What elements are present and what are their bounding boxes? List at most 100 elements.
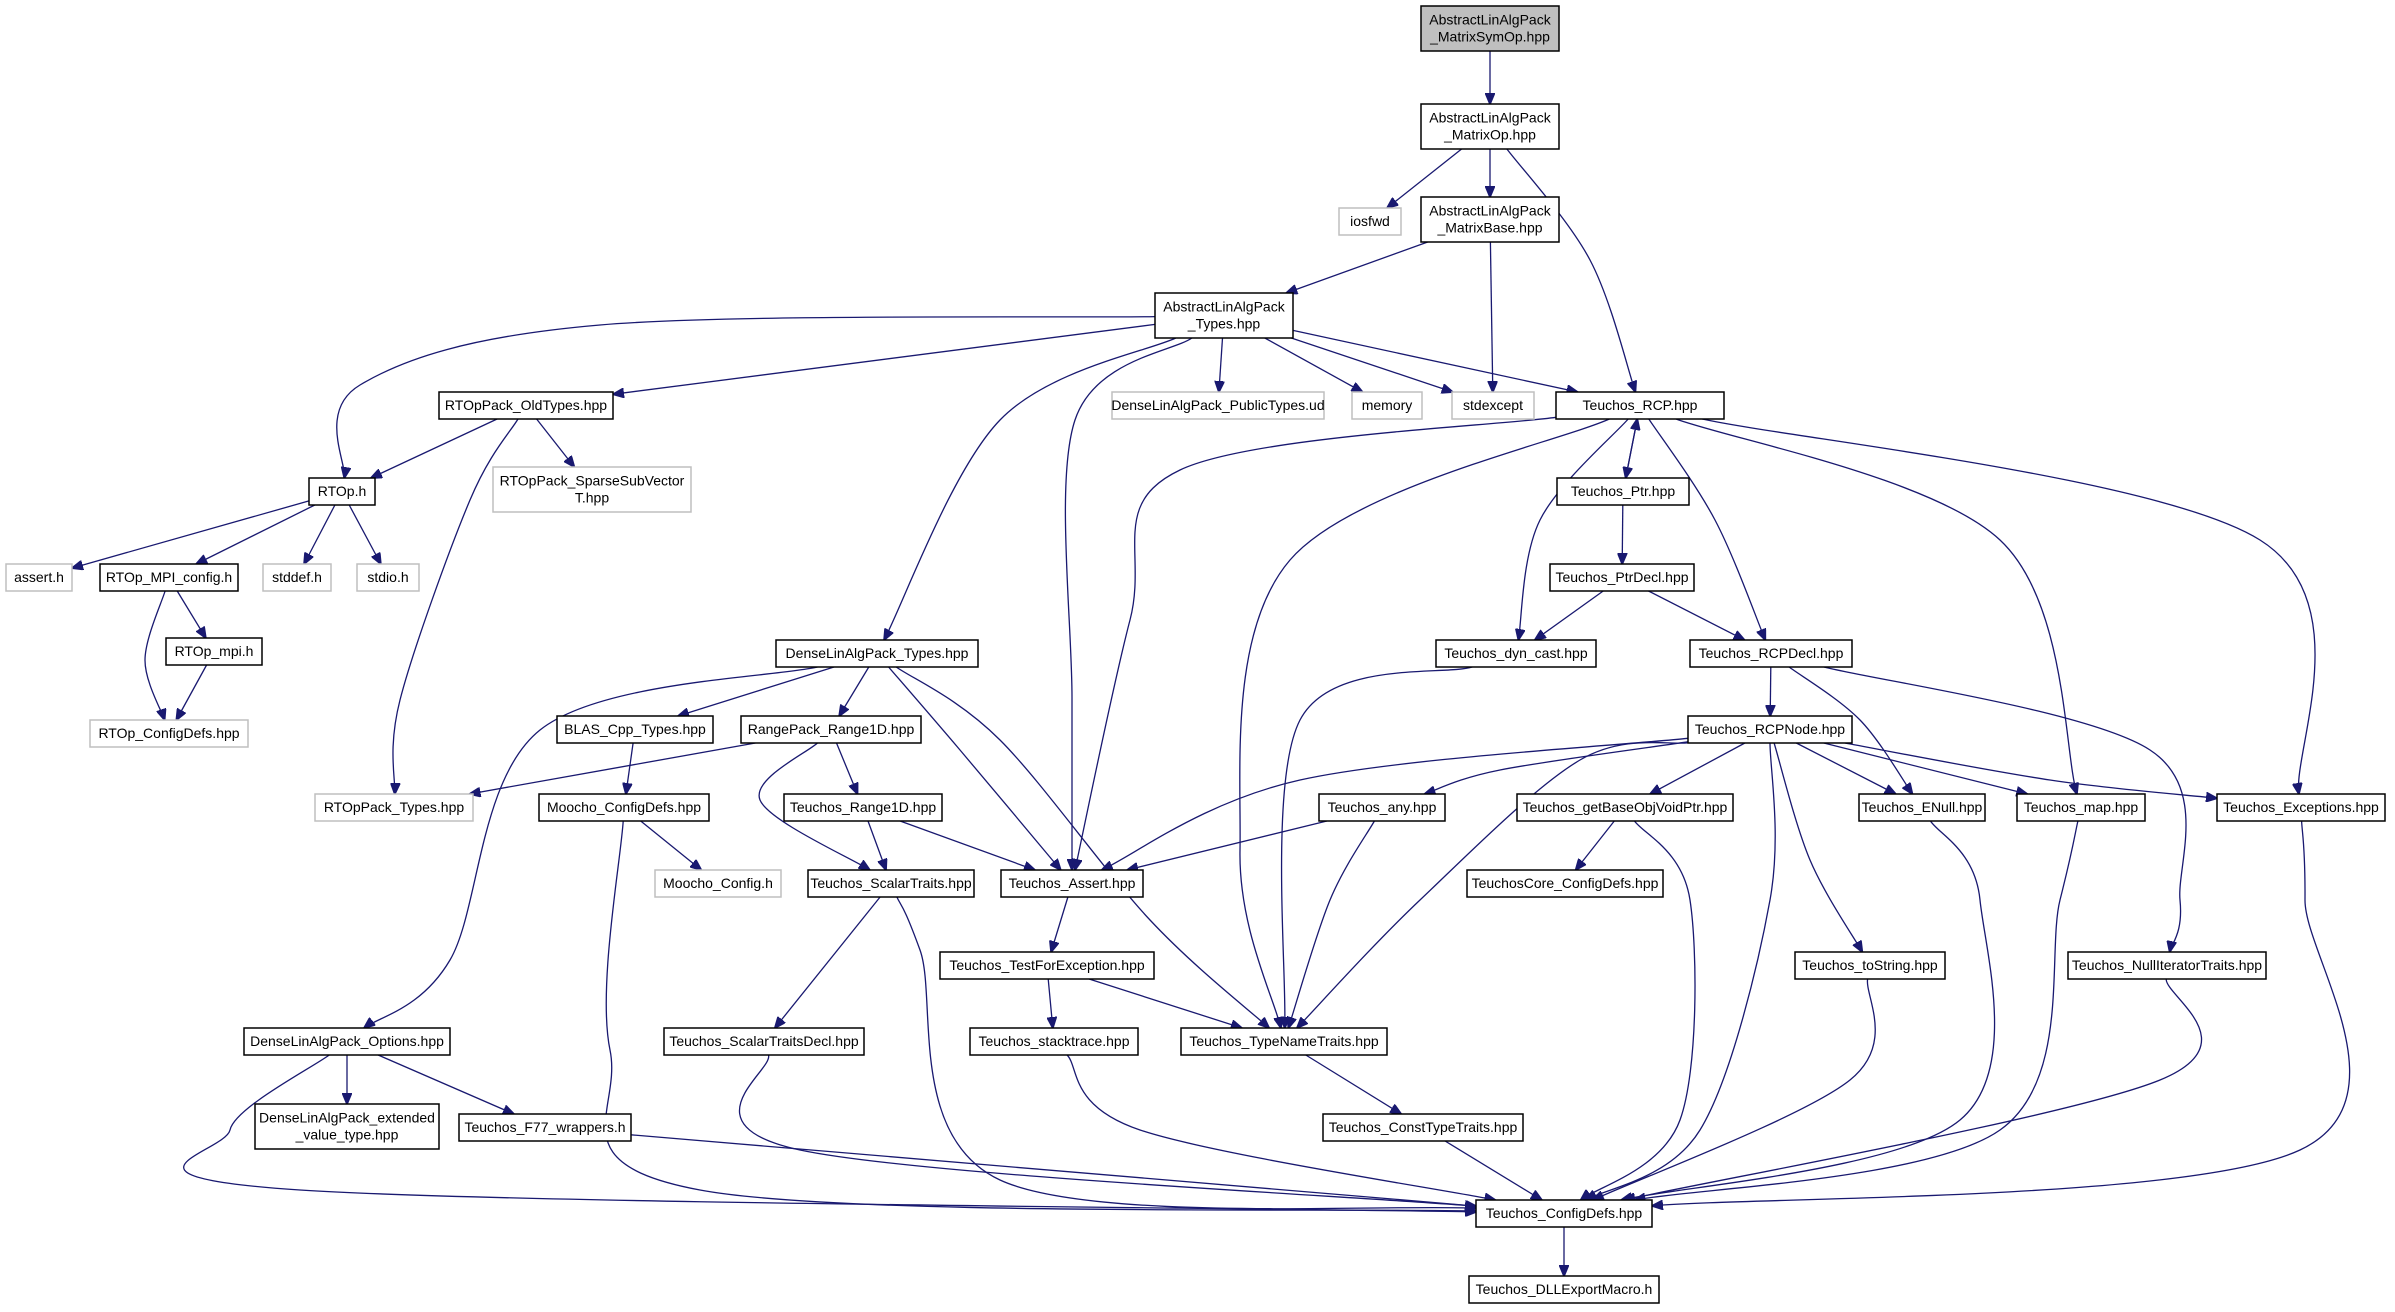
node-getbase[interactable]: Teuchos_getBaseObjVoidPtr.hpp — [1516, 793, 1734, 822]
node-asserth[interactable]: assert.h — [5, 563, 73, 592]
node-label: Teuchos_RCP.hpp — [1583, 397, 1698, 413]
node-iosfwd[interactable]: iosfwd — [1338, 207, 1402, 236]
edge-rtoppack_old-to-rtoph — [371, 418, 498, 478]
edges — [72, 51, 2351, 1276]
node-box — [939, 951, 1155, 980]
node-nulliter[interactable]: Teuchos_NullIteratorTraits.hpp — [2067, 951, 2267, 980]
node-moochoconfigdefs[interactable]: Moocho_ConfigDefs.hpp — [538, 793, 710, 822]
edge-rtoph-to-stddef — [304, 504, 336, 564]
node-tassert[interactable]: Teuchos_Assert.hpp — [1000, 869, 1144, 898]
node-enull[interactable]: Teuchos_ENull.hpp — [1858, 793, 1986, 822]
node-mpiconfig[interactable]: RTOp_MPI_config.h — [99, 563, 239, 592]
node-label: AbstractLinAlgPack — [1429, 110, 1551, 126]
node-scalartraits[interactable]: Teuchos_ScalarTraits.hpp — [807, 869, 975, 898]
edge-rtoppack_old-to-rtoppacktypes — [393, 418, 519, 794]
edge-rcp-to-typenametraits — [1239, 418, 1610, 1028]
node-rcpdecl[interactable]: Teuchos_RCPDecl.hpp — [1689, 639, 1853, 668]
node-consttypetraits[interactable]: Teuchos_ConstTypeTraits.hpp — [1322, 1113, 1524, 1142]
edge-rcpnode-to-tostring — [1773, 742, 1862, 952]
node-box — [654, 869, 782, 898]
node-trange1d[interactable]: Teuchos_Range1D.hpp — [783, 793, 943, 822]
node-stacktrace[interactable]: Teuchos_stacktrace.hpp — [969, 1027, 1139, 1056]
node-rtopconfig[interactable]: RTOp_ConfigDefs.hpp — [89, 719, 249, 748]
node-box — [663, 1027, 865, 1056]
node-label: Teuchos_stacktrace.hpp — [979, 1033, 1130, 1049]
node-ptrdecl[interactable]: Teuchos_PtrDecl.hpp — [1549, 563, 1695, 592]
node-label: RTOp.h — [318, 483, 367, 499]
node-range1dpack[interactable]: RangePack_Range1D.hpp — [740, 715, 922, 744]
node-label: TeuchosCore_ConfigDefs.hpp — [1472, 875, 1659, 891]
node-label: Teuchos_Exceptions.hpp — [2223, 799, 2379, 815]
edge-dlatypes-to-blascpp — [678, 666, 835, 716]
node-tostring[interactable]: Teuchos_toString.hpp — [1794, 951, 1946, 980]
node-box — [1338, 207, 1402, 236]
node-stddef[interactable]: stddef.h — [262, 563, 332, 592]
edge-tmap-to-configdefs — [1635, 820, 2079, 1200]
node-label: Teuchos_PtrDecl.hpp — [1555, 569, 1688, 585]
edge-alptypes-to-rcp — [1292, 329, 1578, 392]
edge-scalartraitsdecl-to-configdefs — [738, 1054, 1476, 1206]
node-label: Teuchos_F77_wrappers.h — [464, 1119, 625, 1135]
edge-dlatypes-to-tassert — [888, 666, 1061, 870]
node-rtoph[interactable]: RTOp.h — [308, 477, 376, 506]
node-label: Teuchos_ScalarTraits.hpp — [810, 875, 972, 891]
edge-rcpnode-to-typenametraits — [1297, 741, 1689, 1028]
node-box — [165, 637, 263, 666]
node-scalartraitsdecl[interactable]: Teuchos_ScalarTraitsDecl.hpp — [663, 1027, 865, 1056]
node-ptr[interactable]: Teuchos_Ptr.hpp — [1556, 477, 1690, 506]
node-box — [740, 715, 922, 744]
node-box — [1322, 1113, 1524, 1142]
node-tany[interactable]: Teuchos_any.hpp — [1318, 793, 1446, 822]
node-dllexport[interactable]: Teuchos_DLLExportMacro.h — [1468, 1275, 1660, 1304]
edge-rcpnode-to-tany — [1425, 741, 1689, 794]
node-coreconfig[interactable]: TeuchosCore_ConfigDefs.hpp — [1466, 869, 1664, 898]
node-label: Teuchos_ConstTypeTraits.hpp — [1329, 1119, 1518, 1135]
node-alptypes[interactable]: AbstractLinAlgPack_Types.hpp — [1154, 292, 1294, 339]
edge-rcpdecl-to-enull — [1788, 666, 1912, 794]
node-dlaextended[interactable]: DenseLinAlgPack_extended_value_type.hpp — [254, 1103, 440, 1150]
node-box — [1687, 715, 1853, 744]
edge-typenametraits-to-consttypetraits — [1305, 1054, 1401, 1114]
node-label: RTOpPack_SparseSubVector — [500, 473, 685, 489]
node-dlatypes[interactable]: DenseLinAlgPack_Types.hpp — [775, 639, 979, 668]
node-rtopmpi[interactable]: RTOp_mpi.h — [165, 637, 263, 666]
edge-tany-to-tassert — [1127, 820, 1328, 870]
edge-trange1d-to-tassert — [899, 820, 1035, 870]
node-rcpnode[interactable]: Teuchos_RCPNode.hpp — [1687, 715, 1853, 744]
node-dlapublic[interactable]: DenseLinAlgPack_PublicTypes.ud — [1111, 391, 1325, 420]
node-box — [5, 563, 73, 592]
edge-texceptions-to-configdefs — [1652, 820, 2351, 1206]
node-texceptions[interactable]: Teuchos_Exceptions.hpp — [2216, 793, 2386, 822]
node-box — [1468, 1275, 1660, 1304]
node-matrixop[interactable]: AbstractLinAlgPack_MatrixOp.hpp — [1420, 103, 1560, 150]
node-label: AbstractLinAlgPack — [1163, 299, 1285, 315]
node-rtoppack_old[interactable]: RTOpPack_OldTypes.hpp — [438, 391, 614, 420]
node-box — [2067, 951, 2267, 980]
edge-rtoph-to-stdio — [348, 504, 381, 564]
node-typenametraits[interactable]: Teuchos_TypeNameTraits.hpp — [1180, 1027, 1388, 1056]
edge-f77-to-configdefs — [630, 1134, 1476, 1206]
node-label: _MatrixOp.hpp — [1443, 127, 1536, 143]
node-stdexcept[interactable]: stdexcept — [1451, 391, 1535, 420]
node-blascpp[interactable]: BLAS_Cpp_Types.hpp — [556, 715, 714, 744]
node-rtoppacktypes[interactable]: RTOpPack_Types.hpp — [314, 793, 474, 822]
node-box — [1858, 793, 1986, 822]
node-memory[interactable]: memory — [1351, 391, 1423, 420]
node-tmap[interactable]: Teuchos_map.hpp — [2016, 793, 2146, 822]
node-configdefs[interactable]: Teuchos_ConfigDefs.hpp — [1475, 1199, 1653, 1228]
node-box — [1154, 292, 1294, 339]
node-dyncast[interactable]: Teuchos_dyn_cast.hpp — [1435, 639, 1597, 668]
edge-ptrdecl-to-rcpdecl — [1648, 590, 1745, 640]
node-testforexc[interactable]: Teuchos_TestForException.hpp — [939, 951, 1155, 980]
node-matrixbase[interactable]: AbstractLinAlgPack_MatrixBase.hpp — [1420, 196, 1560, 243]
edge-rtoph-to-asserth — [72, 500, 310, 568]
edge-consttypetraits-to-configdefs — [1444, 1140, 1542, 1200]
node-moochoconfig[interactable]: Moocho_Config.h — [654, 869, 782, 898]
node-dlaoptions[interactable]: DenseLinAlgPack_Options.hpp — [243, 1027, 451, 1056]
node-box — [308, 477, 376, 506]
node-rcp[interactable]: Teuchos_RCP.hpp — [1555, 391, 1725, 420]
node-f77[interactable]: Teuchos_F77_wrappers.h — [458, 1113, 632, 1142]
node-stdio[interactable]: stdio.h — [356, 563, 420, 592]
